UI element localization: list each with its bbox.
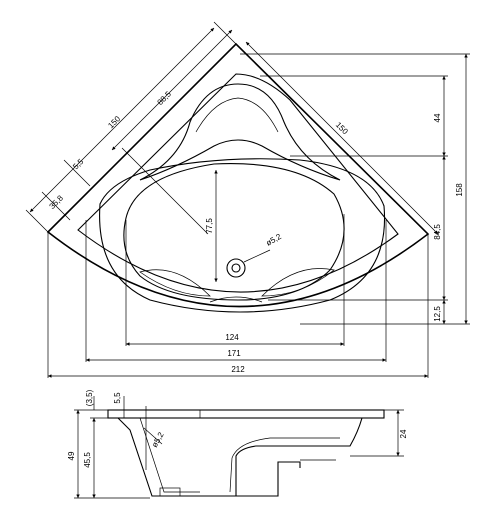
tub-basin [123,163,345,301]
side-rim [107,409,385,419]
dim-line-5-5 [63,159,91,187]
dim-line-88-5 [111,29,233,151]
tub-armrest-right [261,268,335,297]
dim-line-150-left [29,27,215,213]
top-bottom-dimensions [47,214,429,378]
dim-line-depth-diag [121,147,209,235]
label-right-mid: 84,5 [433,224,442,240]
label-width-mid: 171 [227,349,241,358]
drain-inner [231,263,241,273]
label-top-small: (3,5) [85,389,94,406]
side-tub-body [206,417,363,497]
label-side-a: 150 [106,114,122,130]
tub-deck-contour [99,158,386,313]
top-right-dimensions [240,53,470,325]
label-height-total: 49 [67,451,76,460]
dim-line-drain-leader [243,249,271,263]
label-depth-diag: 77,5 [205,218,214,234]
label-right-bottom: 12,5 [433,306,442,322]
label-rim-large: 35,8 [48,193,66,211]
side-view [107,406,385,497]
label-right-total: 158 [455,183,464,197]
label-right-top: 44 [433,113,442,122]
ext-line-left-b [213,21,237,45]
label-width-inner: 124 [225,333,239,342]
label-right-height: 24 [399,429,408,438]
ext-line-left-a [25,209,49,233]
tub-headrest-inner [195,97,279,133]
tub-armrest-left [139,269,211,297]
drain-outer [226,258,246,278]
dim-line-150-right [245,41,439,235]
label-top-rim: 5,5 [113,392,122,404]
side-view-dimensions [74,396,404,499]
side-drain-leader [143,427,163,445]
label-side-b: 150 [334,120,350,136]
label-height-inner: 45,5 [83,452,92,468]
tub-outer-outline [46,42,430,308]
side-tub-body-inner [229,437,340,493]
label-side-drain: ø5,2 [150,430,166,449]
tub-bottom-lip [209,296,263,303]
side-drain-box [159,487,181,497]
side-tub-left-wall-inner [139,417,200,493]
top-left-dimensions [25,21,237,233]
top-right-diagonal-dimension [245,41,439,235]
top-view [46,42,430,313]
label-drain: ø5,2 [265,232,284,248]
side-step [236,461,301,497]
dim-line-35-8 [41,191,71,221]
label-width-total: 212 [231,365,245,374]
side-tub-left-wall [117,417,206,497]
